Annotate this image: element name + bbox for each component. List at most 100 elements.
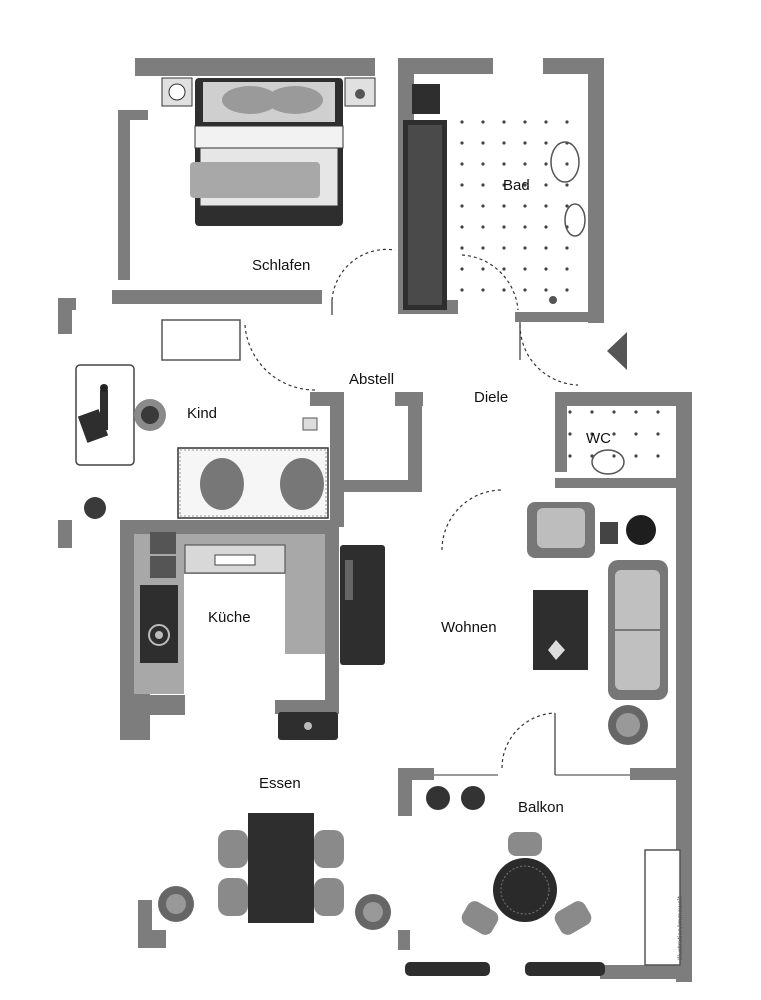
shower-drain-icon (549, 296, 557, 304)
round-stool-icon (626, 515, 656, 545)
tile-dot (544, 246, 548, 250)
tile-dot (481, 288, 485, 292)
tile-dot (523, 120, 527, 124)
tile-dot (481, 225, 485, 229)
nightstand-right-icon (344, 77, 376, 107)
tile-dot (481, 204, 485, 208)
tile-dot (502, 225, 506, 229)
tile-dot (544, 267, 548, 271)
tile-dot (523, 246, 527, 250)
tile-dot (656, 410, 660, 414)
wardrobe-icon (403, 84, 447, 310)
wc-toilet-icon (591, 449, 625, 475)
door-handle-icon (302, 417, 318, 431)
tile-dot (612, 410, 616, 414)
tile-dot (502, 141, 506, 145)
plant-icon-essen-right (355, 894, 391, 930)
room-label-diele: Diele (474, 389, 508, 406)
cooktop-icon (140, 585, 178, 663)
nightstand-left-icon (161, 77, 193, 107)
tile-dot (481, 120, 485, 124)
image-credit: Illustration/Immowelt (677, 896, 684, 960)
tile-dot (544, 204, 548, 208)
balcony-plants-top (426, 786, 485, 810)
tile-dot (523, 288, 527, 292)
tile-dot (502, 246, 506, 250)
tile-dot (481, 267, 485, 271)
tile-dot (502, 288, 506, 292)
tile-dot (544, 141, 548, 145)
toilet-icon (564, 203, 586, 237)
plant-icon-essen-left (158, 886, 194, 922)
dining-table-icon (248, 813, 314, 923)
tile-dot (460, 141, 464, 145)
door-swings (244, 248, 630, 776)
tile-dot (460, 246, 464, 250)
tile-dot (656, 454, 660, 458)
tile-dot (568, 454, 572, 458)
room-label-kind: Kind (187, 405, 217, 422)
room-label-kueche: Küche (208, 609, 251, 626)
tile-dot (502, 162, 506, 166)
tile-dot (523, 141, 527, 145)
wc-tiles (568, 410, 660, 458)
tile-dot (523, 225, 527, 229)
tile-dot (502, 267, 506, 271)
plant-icon-wohnen (608, 705, 648, 745)
balcony-plants-bottom (405, 962, 605, 976)
kitchen-jars-icon (150, 532, 176, 578)
tile-dot (523, 162, 527, 166)
desk-chair-icon (134, 399, 166, 431)
room-label-abstell: Abstell (349, 371, 394, 388)
tile-dot (544, 183, 548, 187)
tile-dot (565, 183, 569, 187)
tile-dot (460, 120, 464, 124)
room-label-balkon: Balkon (518, 799, 564, 816)
tile-dot (523, 267, 527, 271)
tile-dot (481, 162, 485, 166)
oven-icon (278, 712, 338, 740)
tile-dot (460, 267, 464, 271)
walls (58, 58, 692, 982)
bathroom-tiles (460, 120, 569, 292)
room-label-schlafen: Schlafen (252, 257, 310, 274)
room-label-wc: WC (586, 430, 611, 447)
planter-box-icon (644, 849, 681, 966)
tile-dot (523, 183, 527, 187)
tile-dot (502, 183, 506, 187)
tile-dot (481, 183, 485, 187)
armchair-icon (527, 502, 595, 558)
bed-icon (190, 78, 344, 226)
tile-dot (590, 410, 594, 414)
tile-dot (568, 410, 572, 414)
room-label-essen: Essen (259, 775, 301, 792)
tile-dot (544, 120, 548, 124)
room-label-wohnen: Wohnen (441, 619, 497, 636)
tile-dot (565, 267, 569, 271)
tile-dot (565, 204, 569, 208)
entrance-arrow-icon (607, 332, 627, 370)
tile-dot (544, 225, 548, 229)
tile-dot (565, 162, 569, 166)
tile-dot (565, 246, 569, 250)
tile-dot (544, 162, 548, 166)
tile-dot (565, 120, 569, 124)
tile-dot (460, 288, 464, 292)
side-table-icon (600, 522, 618, 544)
tile-dot (502, 204, 506, 208)
tile-dot (634, 454, 638, 458)
tile-dot (656, 432, 660, 436)
tile-dot (460, 183, 464, 187)
tile-dot (481, 246, 485, 250)
tile-dot (523, 204, 527, 208)
room-label-bad: Bad (503, 177, 530, 194)
desk-icon (75, 364, 135, 466)
kids-bed-icon (177, 447, 329, 519)
tile-dot (634, 432, 638, 436)
tile-dot (612, 454, 616, 458)
tile-dot (502, 120, 506, 124)
dining-chairs (218, 830, 344, 916)
tile-dot (460, 162, 464, 166)
sink-icon (550, 141, 580, 183)
